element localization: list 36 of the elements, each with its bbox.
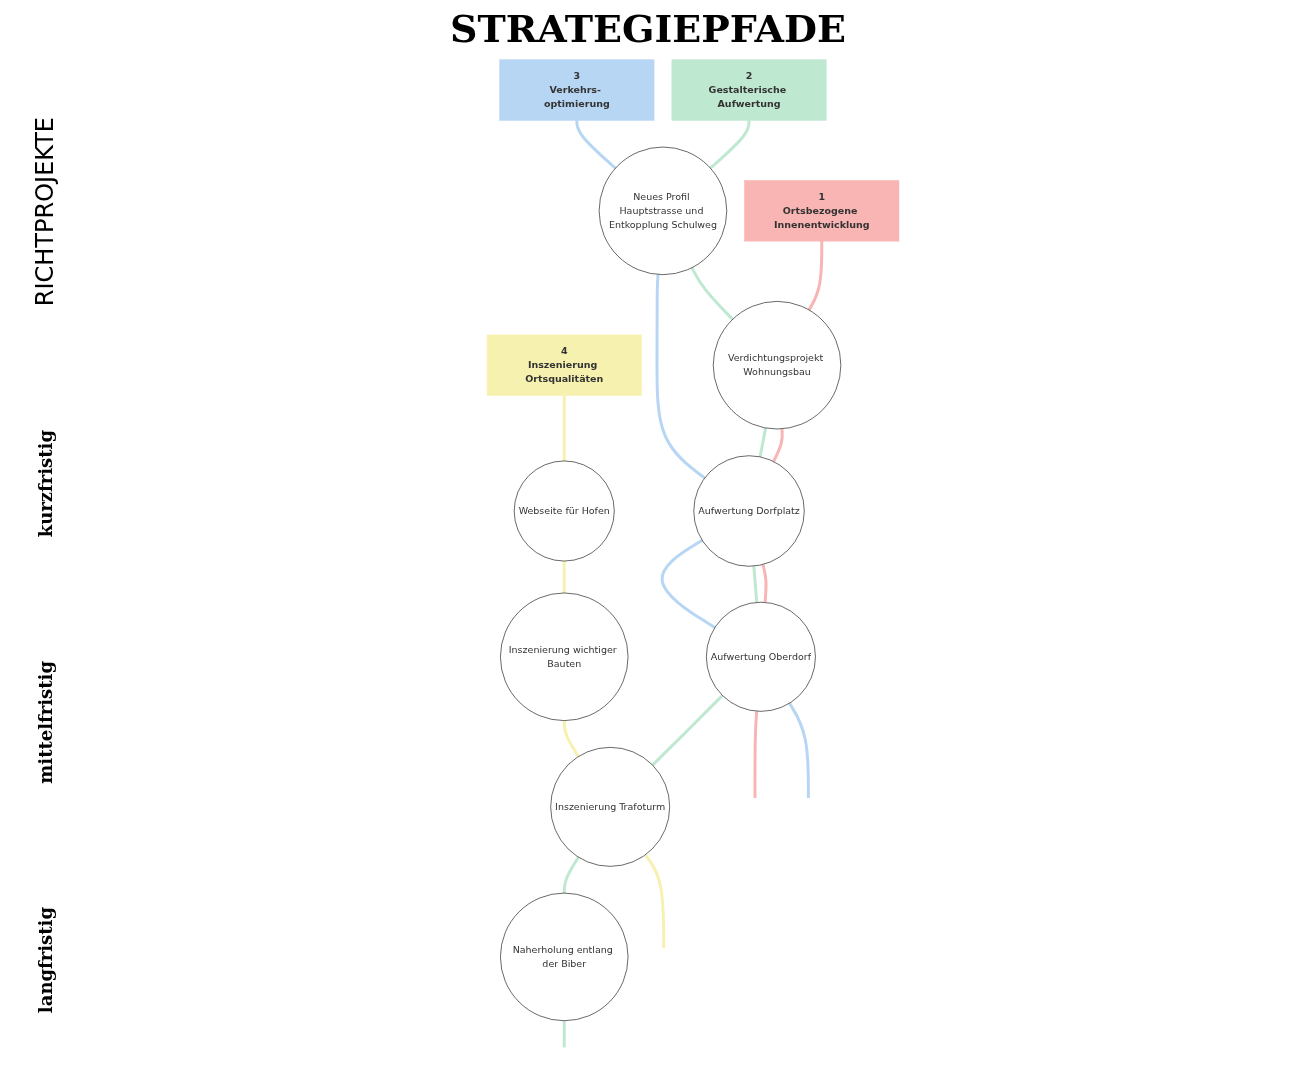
connector [562,1020,566,1048]
node-circle: Neues Profil Hauptstrasse und Entkopplung Schulweg [598,146,728,275]
connector [758,427,768,458]
connector [709,120,751,170]
connector [660,538,716,629]
connector [644,853,666,948]
time-label: langfristig [34,907,56,1014]
node-circle: Aufwertung Oberdorf [706,601,816,712]
title: STRATEGIEPFADE [449,6,847,51]
node-box: 3 Verkehrs- optimierung [499,59,655,121]
connector [752,565,759,603]
node-box: 1 Ortsbezogene Innenentwicklung [744,180,900,242]
time-label: mittelfristig [34,660,56,784]
connector [772,428,784,463]
node-box: 4 Inszenierung Ortsqualitäten [486,334,642,396]
connector [651,694,724,767]
connector [562,395,566,461]
connector [655,274,706,480]
node-box: 2 Gestalterische Aufwertung [671,59,827,121]
connector [761,564,768,603]
connector [562,856,580,894]
node-circle: Inszenierung Trafoturm [550,747,670,867]
node-circle: Aufwertung Dorfplatz [693,455,805,567]
connector [690,267,734,321]
node-circle: Verdichtungsprojekt Wohnungsbau [712,301,842,430]
node-circle: Inszenierung wichtiger Bauten [500,592,629,721]
connector [575,120,617,170]
node-circle: Webseite für Hofen [513,460,615,562]
connector [562,720,580,758]
connector [788,702,810,798]
axis-title: RICHTPROJEKTE [31,116,59,307]
time-label: kurzfristig [34,429,56,537]
connector [562,561,566,593]
connector [807,241,824,311]
connector [753,711,759,798]
node-circle: Naherholung entlang der Biber [500,892,629,1021]
